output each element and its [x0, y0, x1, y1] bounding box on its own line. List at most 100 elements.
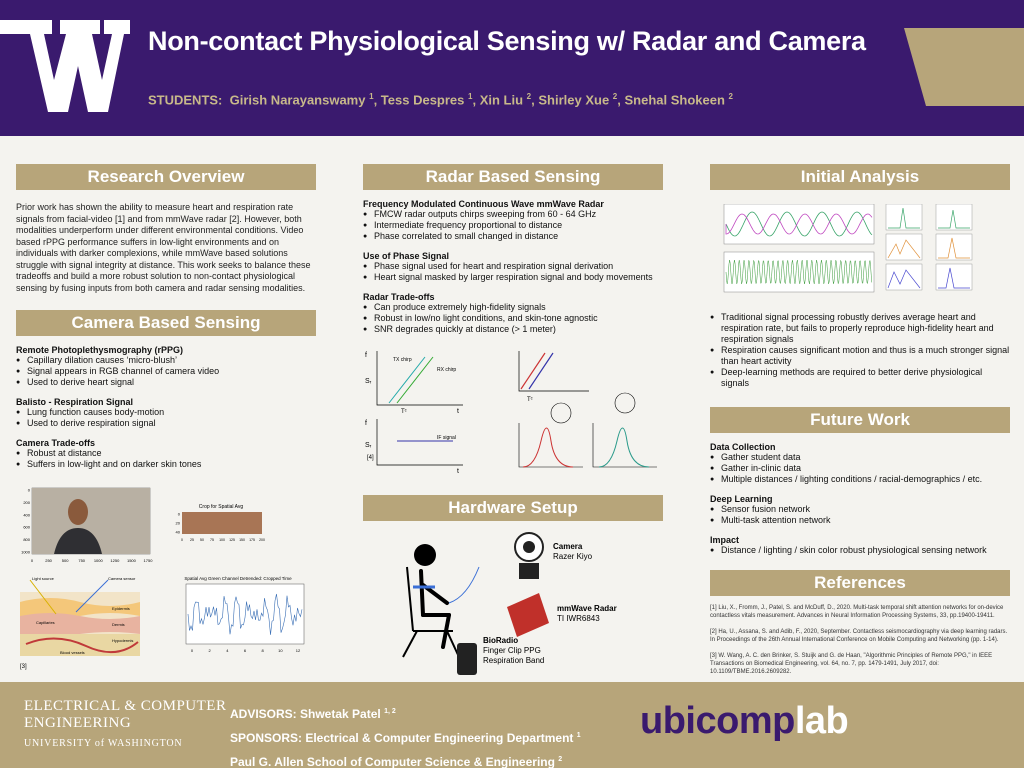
hardware-figure: Camera Razer Kiyo mmWave Radar TI IWR684…	[363, 527, 663, 677]
analysis-bullet: Deep-learning methods are required to be…	[710, 367, 1010, 389]
slope-label: Sᵣ	[365, 378, 372, 385]
axis-tick-label: 75	[210, 538, 214, 542]
axis-tick-label: 200	[259, 538, 265, 542]
ece-line-1: ELECTRICAL & COMPUTER	[24, 698, 227, 714]
future-group-title: Impact	[710, 535, 740, 545]
blood-vessel	[25, 637, 139, 653]
sponsors-aff: 1	[576, 732, 581, 739]
chirp-tc-label: Tᶜ	[527, 397, 533, 403]
axis-tick-label: 0	[191, 648, 194, 653]
axis-tick-label: 800	[23, 537, 30, 542]
if-slope-label: Sᵣ	[365, 442, 372, 449]
chirp-axis-f: f	[365, 352, 367, 359]
spectrum-peak-teal	[598, 427, 650, 468]
initial-analysis-heading: Initial Analysis	[710, 164, 1010, 190]
camera-group-list: Robust at distanceSuffers in low-light a…	[16, 448, 316, 470]
skin-label-vessels: Blood vessels	[60, 650, 85, 655]
signal-title: Spatial Avg Green Channel Detrended: Cro…	[184, 576, 292, 581]
radar-group-list: Can produce extremely high-fidelity sign…	[363, 302, 663, 335]
axis-tick-label: 1750	[144, 558, 154, 563]
future-work-groups: Data CollectionGather student dataGather…	[710, 442, 1010, 556]
camera-model: Razer Kiyo	[553, 552, 593, 561]
sponsors2-aff: 2	[558, 756, 563, 763]
student-aff: 2	[612, 92, 618, 101]
rx-chirp-line	[396, 356, 434, 404]
if-axis-f: f	[365, 420, 367, 427]
hardware-svg: Camera Razer Kiyo mmWave Radar TI IWR684…	[402, 532, 617, 675]
crop-image	[182, 512, 262, 534]
person-head-icon	[414, 544, 436, 566]
camera-device-icon	[514, 532, 544, 579]
uw-w-logo-icon	[0, 20, 130, 112]
radar-model: TI IWR6843	[557, 614, 600, 623]
camera-bullet: Signal appears in RGB channel of camera …	[16, 366, 316, 377]
signal-frame	[185, 583, 305, 645]
axis-tick-label: 600	[23, 525, 30, 530]
axis-tick-label: 8	[262, 648, 265, 653]
axis-tick-label: 2	[209, 648, 212, 653]
radar-label: mmWave Radar	[557, 604, 617, 613]
analysis-svg	[723, 203, 973, 293]
if-axis-t: t	[457, 468, 459, 475]
analysis-figures	[710, 203, 1010, 304]
bioradio-device-icon	[457, 643, 477, 675]
student-name: Girish Narayanswamy	[229, 92, 366, 108]
camera-group-list: Capillary dilation causes ‘micro-blush’S…	[16, 355, 316, 388]
skin-diagram: Light source Camera sensor Epidermis Der…	[20, 576, 140, 670]
axis-tick-label: 20	[176, 521, 181, 526]
radar-group-list: FMCW radar outputs chirps sweeping from …	[363, 209, 663, 242]
axis-tick-label: 10	[278, 648, 283, 653]
future-group-list: Distance / lighting / skin color robust …	[710, 545, 1010, 556]
future-work-heading: Future Work	[710, 407, 1010, 433]
skin-label-epidermis: Epidermis	[112, 606, 130, 611]
students-line: STUDENTS: Girish Narayanswamy 1, Tess De…	[148, 92, 733, 108]
spectrum-axis-2	[592, 423, 657, 468]
spectrum-axis-1	[518, 423, 583, 468]
student-aff: 1	[369, 92, 374, 101]
poster-title: Non-contact Physiological Sensing w/ Rad…	[148, 26, 866, 56]
research-overview-text: Prior work has shown the ability to meas…	[16, 202, 311, 293]
axis-tick-label: 1500	[127, 558, 137, 563]
radar-bullet: Phase signal used for heart and respirat…	[363, 261, 663, 272]
axis-tick-label: 250	[45, 558, 52, 563]
axis-tick-label: 50	[200, 538, 204, 542]
camera-figure-ref: [3]	[20, 664, 27, 670]
radar-group-title: Use of Phase Signal	[363, 251, 450, 261]
axis-tick-label: 6	[244, 648, 247, 653]
camera-bullet: Used to derive heart signal	[16, 377, 316, 388]
chirp-axis-t: t	[457, 408, 459, 415]
spectrum-peak-red	[522, 427, 574, 468]
header-gold-shape	[904, 28, 1024, 106]
spectrum-panels	[885, 203, 973, 291]
reflected-ray	[75, 579, 109, 613]
ubicomp-lab-logo: ubicomplab	[640, 700, 849, 743]
axis-tick-label: 200	[23, 500, 30, 505]
advisors-aff: 1, 2	[384, 708, 396, 715]
sponsors-line-2: Paul G. Allen School of Computer Science…	[230, 749, 581, 768]
radar-sensing-groups: Frequency Modulated Continuous Wave mmWa…	[363, 199, 663, 335]
axis-tick-label: 750	[78, 558, 85, 563]
analysis-wave-dense	[725, 259, 873, 285]
future-bullet: Gather student data	[710, 452, 1010, 463]
student-name: Xin Liu	[479, 92, 524, 108]
crop-title: Crop for Spatial Avg	[199, 504, 244, 510]
hardware-setup-heading: Hardware Setup	[363, 495, 663, 521]
chirp-blue-line	[528, 352, 554, 390]
axis-tick-label: 25	[190, 538, 194, 542]
research-overview-heading: Research Overview	[16, 164, 316, 190]
references-heading: References	[710, 570, 1010, 596]
analysis-plot-top	[723, 203, 875, 245]
radar-board-icon	[507, 593, 549, 637]
chirp-axes	[376, 351, 589, 466]
axis-tick-label: 0	[28, 488, 31, 493]
axis-tick-label: 40	[176, 530, 181, 535]
camera-bullet: Suffers in low-light and on darker skin …	[16, 459, 316, 470]
axis-tick-label: 0	[181, 538, 183, 542]
sponsors-text: SPONSORS: Electrical & Computer Engineer…	[230, 731, 574, 745]
axis-tick-label: 1000	[94, 558, 104, 563]
